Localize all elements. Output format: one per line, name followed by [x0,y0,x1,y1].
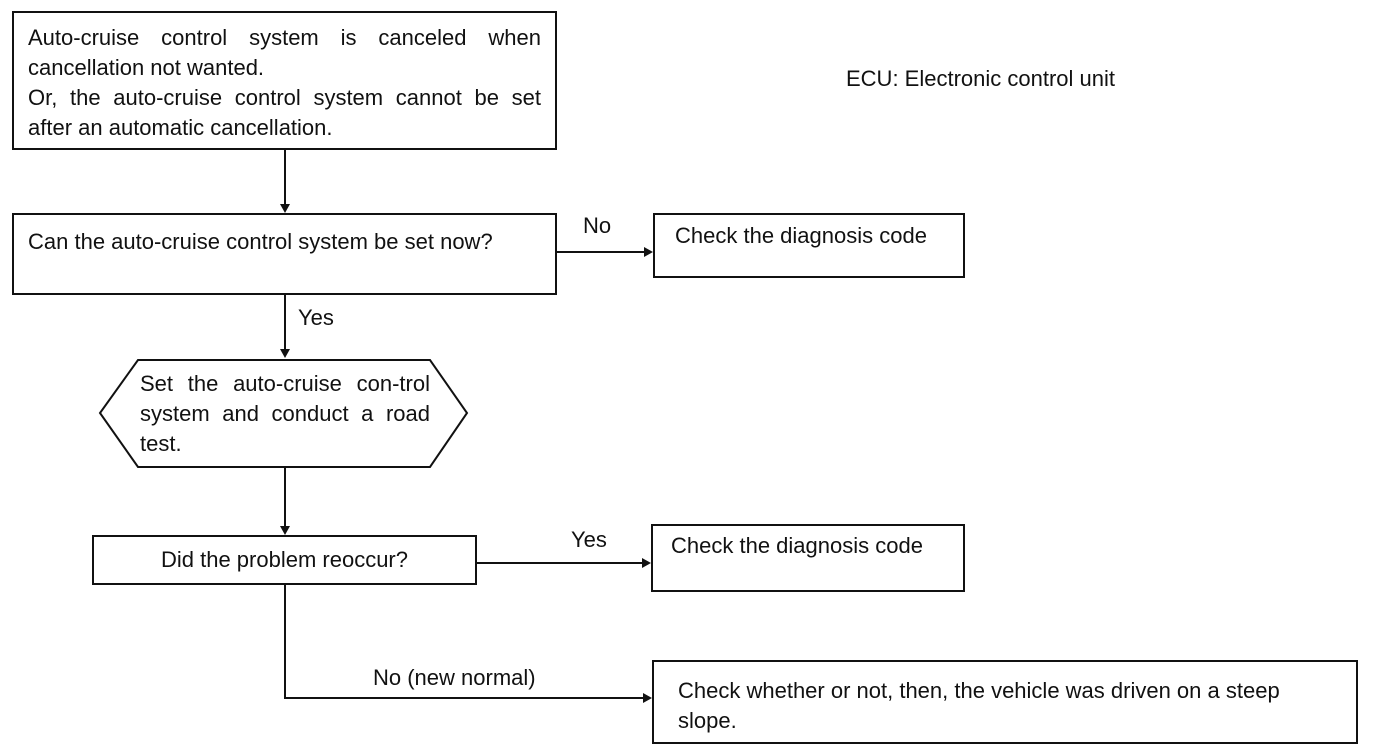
node-steep-slope: Check whether or not, then, the vehicle … [652,660,1358,744]
road-test-hexagon [98,359,469,468]
legend-ecu: ECU: Electronic control unit [846,66,1115,91]
arrowhead-down-icon [280,526,290,535]
node-can-set-text: Can the auto-cruise control system be se… [28,229,493,254]
node-check-diagnosis-code-1-text: Check the diagnosis code [675,223,927,248]
arrowhead-right-icon [644,247,653,257]
node-reoccur: Did the problem reoccur? [92,535,477,585]
edge-label-no-new-normal: No (new normal) [373,665,536,690]
arrowhead-down-icon [280,349,290,358]
arrowhead-right-icon [642,558,651,568]
node-check-diagnosis-code-2-text: Check the diagnosis code [671,533,923,558]
node-start-text: Auto-cruise control system is canceled w… [28,25,541,140]
arrowhead-right-icon [643,693,652,703]
node-start: Auto-cruise control system is canceled w… [12,11,557,150]
arrowhead-down-icon [280,204,290,213]
node-road-test-text: Set the auto-cruise con-trol system and … [140,371,430,456]
node-steep-slope-text: Check whether or not, then, the vehicle … [678,678,1280,733]
edge-label-no: No [583,213,612,238]
edge-label-yes: Yes [298,305,334,330]
node-check-diagnosis-code-2: Check the diagnosis code [651,524,965,592]
edge-label-yes-reoccur: Yes [571,527,607,552]
node-can-set: Can the auto-cruise control system be se… [12,213,557,295]
connector-reoccur-to-steep-slope [284,585,645,699]
node-reoccur-text: Did the problem reoccur? [160,547,408,572]
node-check-diagnosis-code-1: Check the diagnosis code [653,213,965,278]
